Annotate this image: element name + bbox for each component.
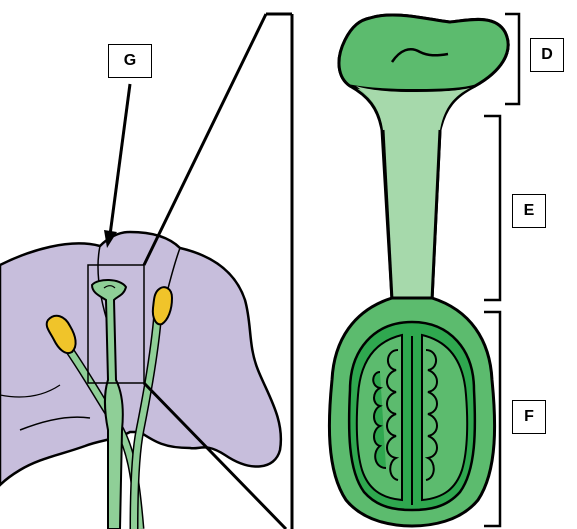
label-d: D — [530, 38, 564, 72]
label-e: E — [512, 194, 546, 228]
label-f: F — [512, 400, 546, 434]
g-arrow — [104, 84, 130, 248]
label-g: G — [108, 44, 152, 78]
large-pistil — [329, 15, 508, 526]
